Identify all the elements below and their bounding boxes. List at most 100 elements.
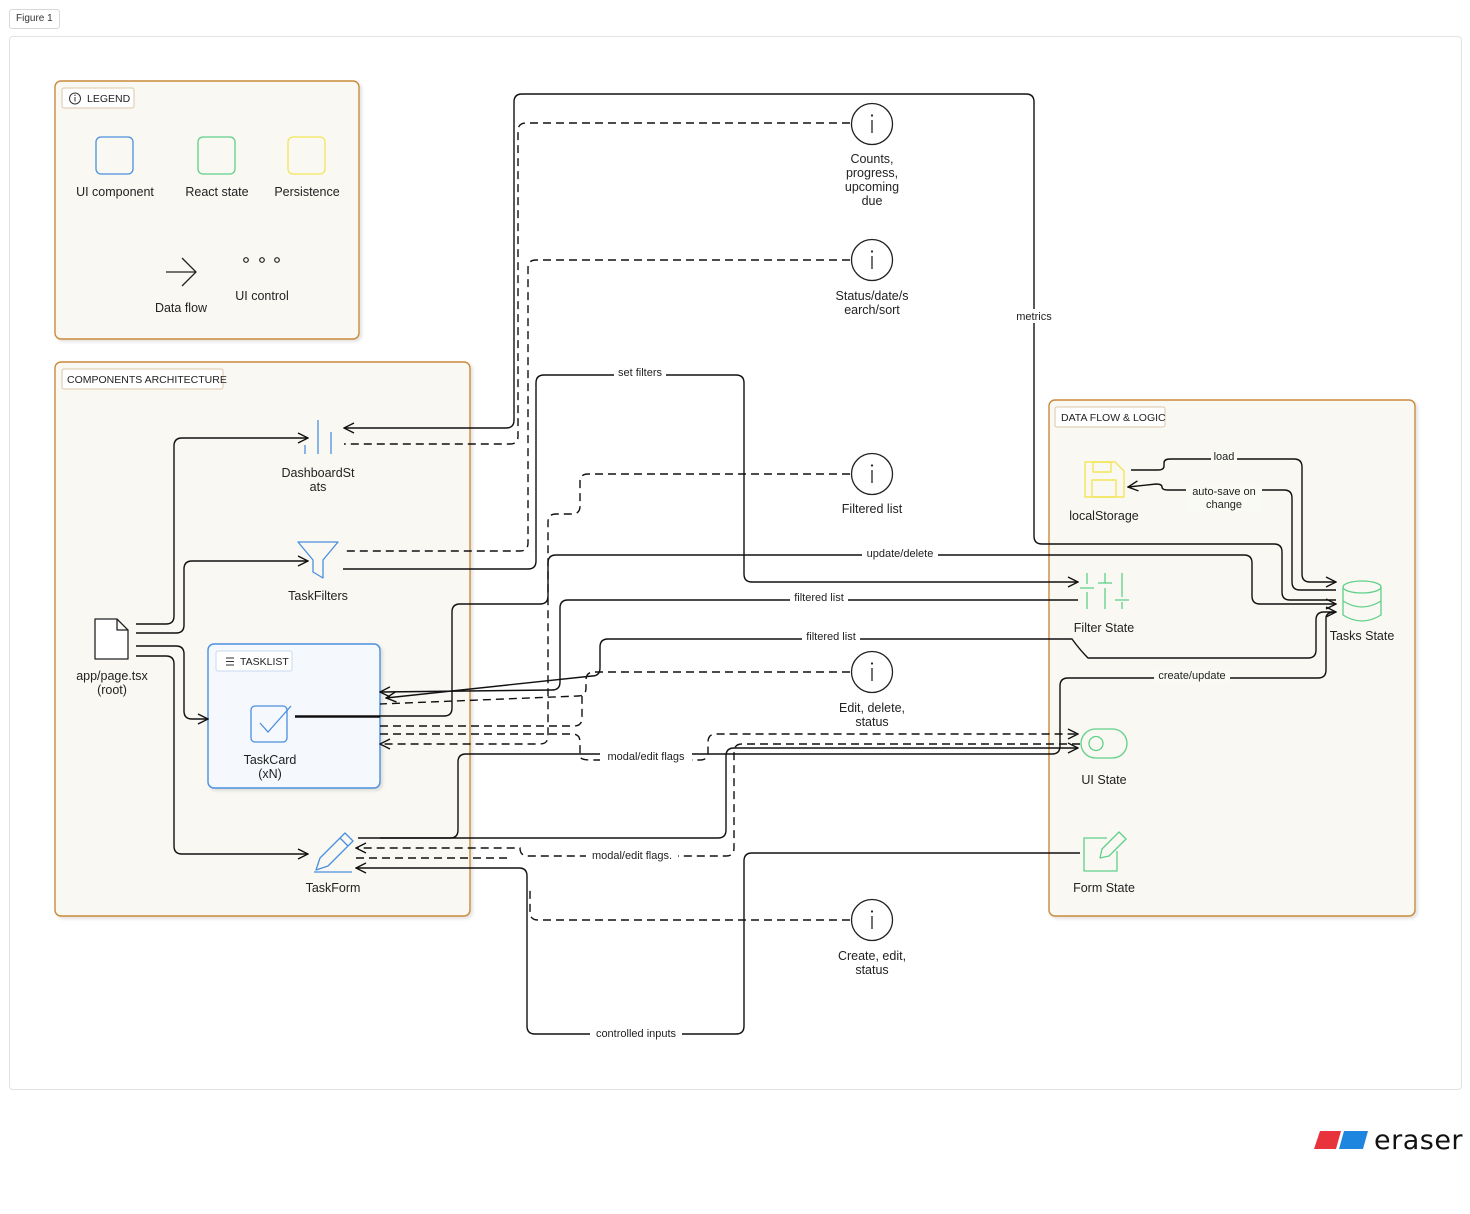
- note-filtered[interactable]: Filtered list: [842, 452, 903, 517]
- svg-text:Form State: Form State: [1073, 881, 1135, 895]
- edge-note-status: [344, 259, 850, 552]
- info-icon: [850, 898, 894, 942]
- edge-app-taskfilters: [136, 561, 308, 634]
- svg-text:ats: ats: [310, 480, 327, 494]
- label-load: load: [1214, 451, 1235, 463]
- legend-data-flow: Data flow: [155, 257, 208, 315]
- svg-text:Tasks State: Tasks State: [1330, 629, 1395, 643]
- node-taskcard[interactable]: TaskCard (xN): [244, 705, 297, 781]
- edge-note-filtered: [380, 473, 850, 744]
- svg-text:Filter State: Filter State: [1074, 621, 1134, 635]
- label-autosave-1: auto-save on: [1192, 486, 1256, 498]
- info-icon: [850, 650, 894, 694]
- legend-persistence: Persistence: [274, 136, 340, 199]
- label-autosave-2: change: [1206, 499, 1242, 511]
- legend-react-state: React state: [185, 136, 249, 199]
- svg-text:(xN): (xN): [258, 767, 282, 781]
- edge-note-create: [529, 886, 850, 921]
- dataflow-title: DATA FLOW & LOGIC: [1061, 412, 1166, 424]
- note-edit[interactable]: Edit, delete, status: [839, 650, 905, 730]
- edge-note-counts: [344, 122, 850, 445]
- list-icon: [226, 657, 234, 666]
- database-icon: [1342, 580, 1382, 622]
- edge-note-edit: [379, 671, 850, 705]
- components-title: COMPONENTS ARCHITECTURE: [67, 374, 227, 386]
- label-create-update: create/update: [1158, 670, 1225, 682]
- label-set-filters: set filters: [618, 367, 663, 379]
- eraser-logo-icon: [1314, 1131, 1368, 1149]
- svg-text:UI control: UI control: [235, 289, 289, 303]
- legend-ui-control: UI control: [235, 257, 289, 303]
- label-metrics: metrics: [1016, 311, 1052, 323]
- edge-modal-flags-2: [356, 743, 1080, 857]
- tasklist-group[interactable]: TASKLIST: [207, 643, 381, 789]
- node-ui-state[interactable]: UI State: [1080, 728, 1128, 787]
- legend-title: LEGEND: [87, 93, 131, 105]
- svg-text:Counts,: Counts,: [850, 152, 893, 166]
- label-filtered-list-1: filtered list: [794, 592, 844, 604]
- note-counts[interactable]: Counts, progress, upcoming due: [845, 102, 899, 209]
- checkbox-icon: [250, 705, 292, 743]
- edge-app-taskform: [136, 655, 308, 854]
- edge-modal-flags-1: [380, 734, 1078, 761]
- svg-text:due: due: [862, 194, 883, 208]
- label-update-delete: update/delete: [867, 548, 934, 560]
- svg-text:earch/sort: earch/sort: [844, 303, 900, 317]
- svg-text:UI component: UI component: [76, 185, 154, 199]
- edges-dashed: [344, 122, 1080, 921]
- node-localstorage[interactable]: localStorage: [1069, 461, 1139, 523]
- node-filter-state[interactable]: Filter State: [1074, 573, 1134, 635]
- node-app-root[interactable]: app/page.tsx (root): [76, 618, 149, 697]
- node-dashboard-stats[interactable]: DashboardSt ats: [282, 420, 355, 494]
- edge-app-dashboard: [136, 438, 308, 625]
- figure-tag[interactable]: Figure 1: [9, 9, 60, 29]
- edge-create-update: [380, 612, 1336, 839]
- edge-labels: metrics set filters load auto-save on ch…: [586, 309, 1262, 1041]
- note-status[interactable]: Status/date/s earch/sort: [836, 238, 909, 318]
- svg-text:app/page.tsx: app/page.tsx: [76, 669, 148, 683]
- edge-autosave: [1128, 484, 1336, 591]
- svg-text:status: status: [855, 715, 888, 729]
- legend-ui-component: UI component: [76, 136, 154, 199]
- info-icon: [850, 102, 894, 146]
- node-tasks-state[interactable]: Tasks State: [1330, 580, 1395, 643]
- svg-text:React state: React state: [185, 185, 248, 199]
- svg-text:(root): (root): [97, 683, 127, 697]
- svg-text:Data flow: Data flow: [155, 301, 208, 315]
- funnel-icon: [297, 541, 339, 579]
- info-icon: [850, 238, 894, 282]
- note-create[interactable]: Create, edit, status: [838, 898, 906, 978]
- svg-text:UI State: UI State: [1081, 773, 1126, 787]
- svg-text:DashboardSt: DashboardSt: [282, 466, 355, 480]
- edge-app-taskcard: [136, 645, 208, 719]
- svg-text:Edit, delete,: Edit, delete,: [839, 701, 905, 715]
- svg-text:Filtered list: Filtered list: [842, 502, 903, 516]
- svg-text:Status/date/s: Status/date/s: [836, 289, 909, 303]
- svg-text:progress,: progress,: [846, 166, 898, 180]
- svg-text:TaskForm: TaskForm: [306, 881, 361, 895]
- svg-text:Create, edit,: Create, edit,: [838, 949, 906, 963]
- pencil-icon: [314, 832, 354, 873]
- eraser-brand[interactable]: eraser: [1314, 1124, 1463, 1156]
- edge-filtered-list-2: [386, 611, 1336, 698]
- toggle-icon: [1080, 728, 1128, 759]
- node-taskform[interactable]: TaskForm: [306, 832, 361, 895]
- info-icon: [850, 452, 894, 496]
- svg-text:TaskCard: TaskCard: [244, 753, 297, 767]
- label-filtered-list-2: filtered list: [806, 631, 856, 643]
- node-taskfilters[interactable]: TaskFilters: [288, 541, 348, 603]
- svg-text:upcoming: upcoming: [845, 180, 899, 194]
- tasklist-title: TASKLIST: [240, 656, 289, 668]
- svg-text:status: status: [855, 963, 888, 977]
- save-icon: [1084, 461, 1125, 498]
- bar-chart-icon: [304, 420, 332, 454]
- label-modal-flags-1: modal/edit flags: [607, 751, 685, 763]
- legend-group[interactable]: LEGEND: [54, 80, 360, 340]
- node-form-state[interactable]: Form State: [1073, 831, 1135, 895]
- ellipsis-icon: [243, 257, 280, 263]
- file-icon: [94, 618, 129, 660]
- arrow-right-icon: [166, 257, 197, 287]
- svg-text:localStorage: localStorage: [1069, 509, 1139, 523]
- edge-filtered-list-1: [380, 599, 1078, 692]
